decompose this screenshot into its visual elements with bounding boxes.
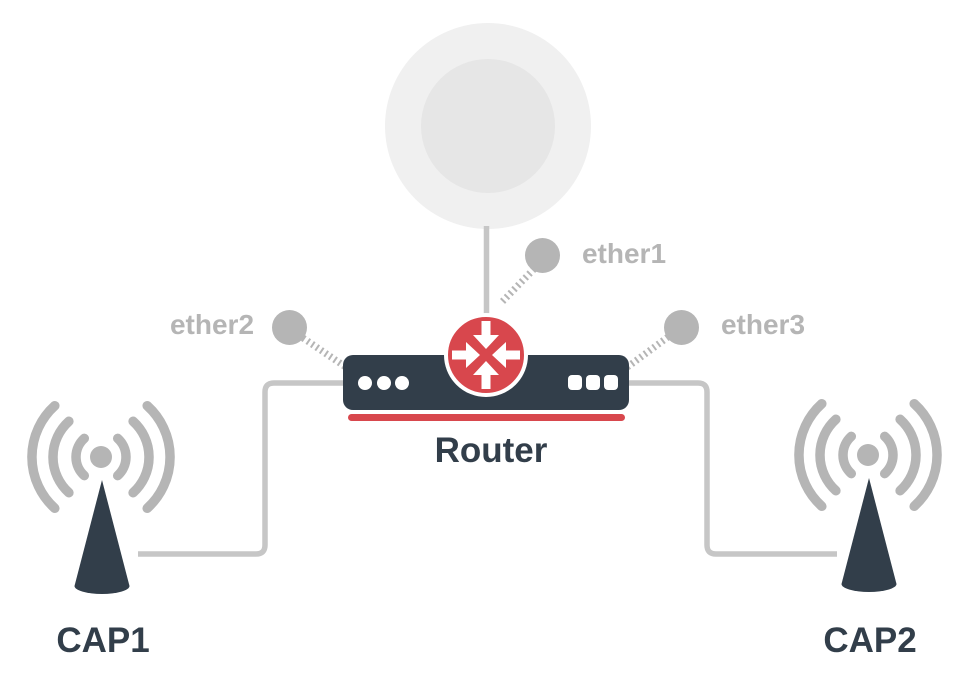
antenna-tip-dot — [90, 446, 112, 468]
led-dot — [376, 375, 391, 390]
ether3-label: ether3 — [720, 309, 806, 340]
cap2-label: CAP2 — [823, 621, 917, 660]
router-label: Router — [434, 431, 548, 470]
cap2-link-line — [629, 380, 837, 557]
router-led-dots — [358, 375, 409, 390]
internet-cloud-icon — [385, 23, 591, 229]
led-dot — [395, 375, 409, 390]
port-square — [568, 375, 582, 390]
port-square — [604, 375, 618, 390]
router-arrows-icon — [452, 321, 520, 389]
cap1-link-line — [138, 380, 343, 557]
internet-cloud-inner-circle — [421, 59, 555, 193]
cap1-label: CAP1 — [56, 621, 150, 660]
ether1-dotted-line — [498, 266, 537, 306]
cap1-antenna-icon — [27, 400, 175, 594]
led-dot — [358, 375, 372, 390]
antenna-cone — [74, 480, 130, 594]
router-port-squares — [568, 375, 618, 390]
antenna-cone — [841, 478, 897, 592]
cap2-antenna-icon — [794, 398, 942, 592]
ether1-label: ether1 — [581, 238, 667, 269]
port-ether3-circle — [664, 310, 699, 345]
router-icon-circle — [444, 313, 528, 397]
router-icon — [444, 313, 528, 397]
ether2-label: ether2 — [169, 309, 255, 340]
port-ether1-circle — [525, 238, 560, 273]
router-underline-bar — [348, 414, 625, 421]
antenna-tip-dot — [857, 444, 879, 466]
radio-waves-icon — [794, 398, 942, 512]
radio-waves-icon — [27, 400, 175, 514]
port-square — [586, 375, 600, 390]
port-ether2-circle — [272, 310, 307, 345]
